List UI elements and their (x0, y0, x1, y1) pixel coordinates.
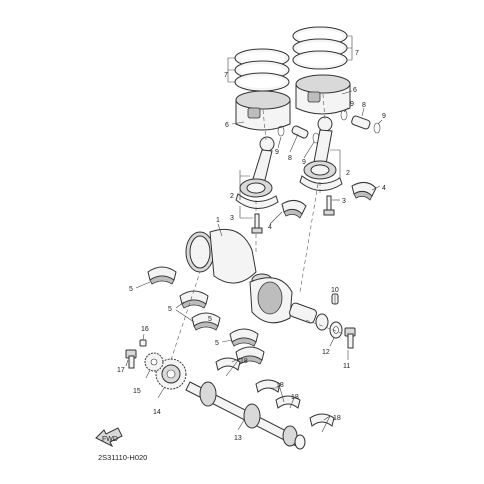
callout-4-left: 4 (268, 224, 272, 231)
main-bearing-3 (191, 312, 221, 331)
callout-6-right: 6 (353, 87, 357, 94)
crankshaft (185, 228, 329, 331)
piston-rings-left (234, 48, 290, 92)
rod-bolt-right (323, 195, 335, 216)
callout-2-right: 2 (346, 170, 350, 177)
callout-9-c: 9 (350, 101, 354, 108)
callout-10: 10 (331, 287, 339, 294)
drive-gear-small (144, 352, 164, 372)
connecting-rod-right (299, 116, 343, 191)
callout-7-right: 7 (355, 50, 359, 57)
balancer-bearing-4 (309, 413, 335, 427)
callout-8-right: 8 (362, 102, 366, 109)
callout-8-left: 8 (288, 155, 292, 162)
balancer-bearing-2 (255, 379, 281, 393)
piston-left (235, 90, 291, 131)
callout-18-c: 18 (291, 394, 299, 401)
washer (329, 321, 343, 339)
woodruff-key (139, 339, 147, 347)
piston-rings-right (292, 26, 348, 70)
piston-pin-left (291, 125, 309, 139)
callout-5-c: 5 (208, 316, 212, 323)
main-bearing-5 (235, 346, 265, 365)
piston-right (295, 74, 351, 115)
callout-14: 14 (153, 409, 161, 416)
callout-11: 11 (343, 363, 350, 370)
callout-18-a: 18 (240, 358, 248, 365)
rod-bolt-left (251, 213, 263, 234)
callout-9-d: 9 (382, 113, 386, 120)
crank-bolt (344, 327, 356, 349)
callout-6-left: 6 (225, 122, 229, 129)
main-bearing-4 (229, 328, 259, 347)
rod-bearing-left (281, 200, 307, 219)
forward-arrow-icon: FWD (95, 427, 123, 448)
balancer-bearing-3 (275, 395, 301, 409)
callout-16: 16 (141, 326, 149, 333)
callout-15: 15 (133, 388, 141, 395)
drawing-code: 2S31110-H020 (98, 453, 147, 462)
drive-gear-large (155, 358, 187, 390)
leader-lines (125, 35, 383, 433)
circlip-right-b (373, 122, 381, 134)
callout-2-left: 2 (230, 193, 234, 200)
main-bearing-1 (147, 266, 177, 285)
callout-18-b: 18 (276, 382, 284, 389)
circlip-left-a (277, 125, 285, 137)
balancer-shaft (185, 381, 306, 450)
assembly-lines (170, 93, 345, 361)
piston-pin-right (351, 115, 371, 130)
rod-bearing-right (351, 182, 377, 201)
callout-5-d: 5 (215, 340, 219, 347)
callout-12: 12 (322, 349, 330, 356)
main-bearing-2 (179, 290, 209, 309)
callout-5-b: 5 (168, 306, 172, 313)
callout-5-a: 5 (129, 286, 133, 293)
gear-bolt (125, 349, 137, 369)
callout-3-right: 3 (342, 198, 346, 205)
callout-9-a: 9 (275, 149, 279, 156)
connecting-rod-left (235, 136, 279, 209)
callout-17: 17 (117, 367, 125, 374)
fwd-label: FWD (102, 436, 118, 443)
callout-7-left: 7 (224, 72, 228, 79)
circlip-right-a (340, 109, 348, 121)
callout-3-left: 3 (230, 215, 234, 222)
callout-4-right: 4 (382, 185, 386, 192)
callout-9-b: 9 (302, 159, 306, 166)
callout-18-d: 18 (333, 415, 341, 422)
callout-1: 1 (216, 217, 220, 224)
callout-13: 13 (234, 435, 242, 442)
